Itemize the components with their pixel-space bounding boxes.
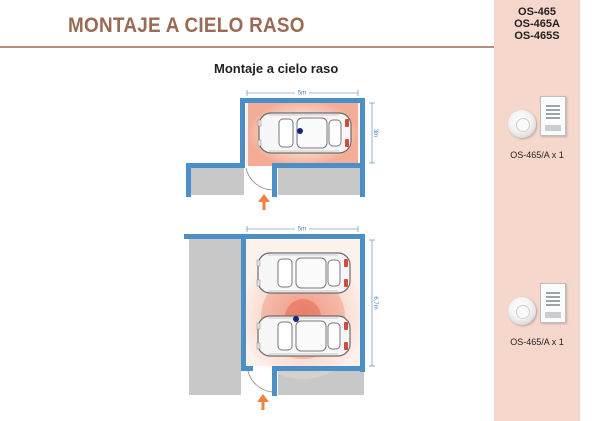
- door-swing: [247, 370, 273, 393]
- car-top: [256, 252, 351, 294]
- title-divider: [0, 46, 494, 48]
- depth-label: 3m: [372, 129, 378, 137]
- ceiling-sensor-icon: [508, 110, 536, 138]
- garage-walls: [186, 98, 365, 197]
- floor-hatch-right: [278, 168, 362, 195]
- dimension-depth: 6,7m: [369, 239, 378, 367]
- model-name: OS-465A: [514, 18, 560, 30]
- dimension-width: 5m: [246, 225, 359, 233]
- garage-walls: [184, 234, 365, 396]
- car: [257, 112, 352, 154]
- device-caption: OS-465/A x 1: [510, 150, 564, 160]
- mounting-diagrams: 5m 3m: [184, 89, 378, 410]
- diagram-garage-single: 5m 3m: [186, 89, 378, 210]
- side-panel: OS-465 OS-465A OS-465S OS-465/A x 1 OS-4…: [494, 0, 580, 421]
- device-caption: OS-465/A x 1: [510, 337, 564, 347]
- power-pack-icon: [540, 96, 566, 136]
- entry-arrow-icon: [257, 394, 269, 410]
- floor-hatch-left: [190, 168, 244, 195]
- dimension-depth: 3m: [369, 102, 378, 164]
- width-label: 5m: [298, 91, 306, 97]
- door-swing: [245, 167, 273, 191]
- page-title: MONTAJE A CIELO RASO: [68, 14, 305, 37]
- power-pack-icon: [540, 283, 566, 323]
- model-name: OS-465S: [514, 30, 560, 42]
- diagram-title: Montaje a cielo raso: [214, 61, 339, 76]
- diagram-garage-double: 5m 6,7m: [184, 225, 378, 410]
- car-bottom: [256, 315, 351, 357]
- ceiling-sensor-icon: [508, 297, 536, 325]
- model-list: OS-465 OS-465A OS-465S: [494, 6, 580, 42]
- floor-hatch-left: [189, 239, 241, 395]
- width-label: 5m: [298, 227, 306, 233]
- dimension-width: 5m: [246, 89, 359, 97]
- device-kit: OS-465/A x 1: [494, 94, 580, 184]
- sensor-position-icon: [293, 316, 299, 322]
- entry-arrow-icon: [258, 194, 270, 210]
- depth-label: 6,7m: [372, 296, 378, 309]
- sensor-position-icon: [297, 128, 303, 134]
- device-kit: OS-465/A x 1: [494, 281, 580, 371]
- model-name: OS-465: [518, 6, 556, 18]
